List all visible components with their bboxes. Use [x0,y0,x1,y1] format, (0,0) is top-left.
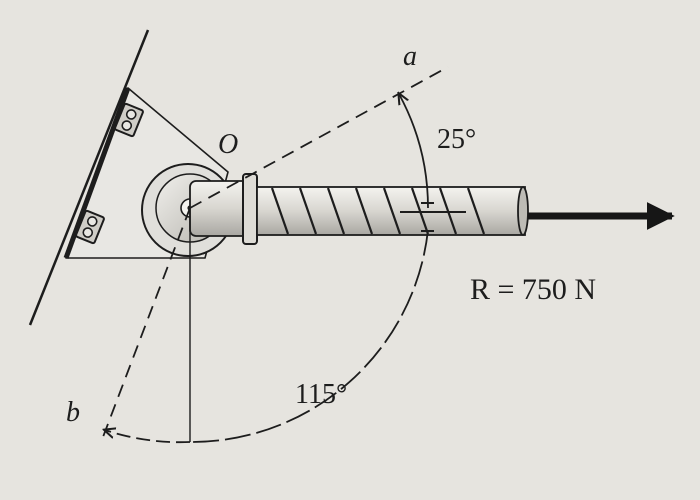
rod-end-block [189,173,258,245]
angle-25-label: 25° [437,124,476,155]
angle-arc-115 [105,229,429,444]
angle-115-label: 115° [295,379,347,410]
axis-a-line [189,66,449,209]
force-label: R = 750 N [470,273,596,306]
threaded-rod [256,186,529,236]
point-o-label: O [218,129,238,160]
bolt-lower [75,209,105,245]
axis-b-label: b [66,397,80,428]
axis-a-label: a [403,41,417,72]
wall [28,29,150,326]
bolt-upper [114,102,144,138]
